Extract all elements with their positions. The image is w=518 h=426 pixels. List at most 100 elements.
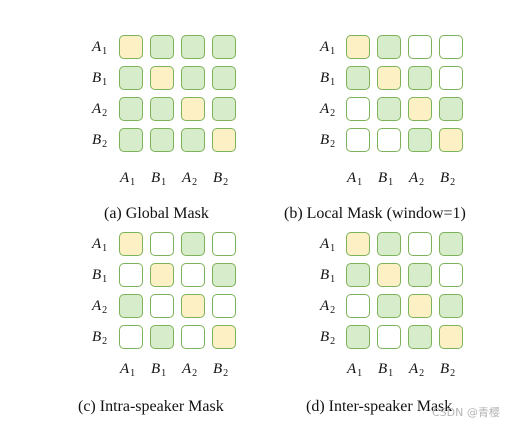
panel-caption: (b) Local Mask (window=1) bbox=[284, 205, 466, 222]
mask-cell-white bbox=[181, 263, 205, 287]
mask-cell-green bbox=[150, 35, 174, 59]
column-label: A2 bbox=[182, 170, 198, 188]
mask-cell-green bbox=[181, 35, 205, 59]
mask-cell-green bbox=[408, 66, 432, 90]
mask-cell-white bbox=[119, 325, 143, 349]
mask-cell-yellow bbox=[377, 263, 401, 287]
mask-cell-green bbox=[150, 128, 174, 152]
row-label: A2 bbox=[320, 298, 336, 316]
mask-cell-yellow bbox=[181, 294, 205, 318]
column-label: A2 bbox=[182, 361, 198, 379]
mask-cell-yellow bbox=[119, 35, 143, 59]
mask-cell-green bbox=[408, 325, 432, 349]
mask-cell-white bbox=[212, 294, 236, 318]
mask-cell-yellow bbox=[181, 97, 205, 121]
mask-cell-yellow bbox=[346, 35, 370, 59]
mask-cell-green bbox=[346, 66, 370, 90]
mask-cell-green bbox=[377, 35, 401, 59]
row-label: A2 bbox=[92, 101, 108, 119]
mask-cell-yellow bbox=[377, 66, 401, 90]
row-label: B1 bbox=[92, 267, 108, 285]
mask-cell-green bbox=[346, 263, 370, 287]
mask-cell-green bbox=[181, 66, 205, 90]
row-label: B1 bbox=[92, 70, 108, 88]
mask-cell-green bbox=[212, 97, 236, 121]
mask-cell-green bbox=[212, 35, 236, 59]
column-label: B1 bbox=[378, 361, 394, 379]
mask-cell-white bbox=[408, 35, 432, 59]
mask-cell-yellow bbox=[119, 232, 143, 256]
row-label: A1 bbox=[320, 39, 336, 57]
row-label: B1 bbox=[320, 267, 336, 285]
mask-cell-yellow bbox=[439, 128, 463, 152]
mask-cell-green bbox=[377, 294, 401, 318]
mask-cell-green bbox=[181, 232, 205, 256]
column-label: A1 bbox=[347, 361, 363, 379]
mask-cell-green bbox=[408, 263, 432, 287]
row-label: B2 bbox=[92, 132, 108, 150]
mask-cell-green bbox=[119, 97, 143, 121]
column-label: B2 bbox=[440, 170, 456, 188]
column-label: A2 bbox=[409, 170, 425, 188]
mask-cell-white bbox=[150, 232, 174, 256]
panel-caption: (c) Intra-speaker Mask bbox=[78, 398, 224, 415]
column-label: B2 bbox=[213, 361, 229, 379]
column-label: B2 bbox=[440, 361, 456, 379]
mask-cell-white bbox=[439, 263, 463, 287]
mask-cell-green bbox=[150, 97, 174, 121]
column-label: B1 bbox=[151, 170, 167, 188]
column-label: A1 bbox=[120, 361, 136, 379]
watermark: CSDN @青樱 bbox=[432, 406, 500, 419]
mask-cell-white bbox=[346, 97, 370, 121]
column-label: A1 bbox=[347, 170, 363, 188]
mask-cell-yellow bbox=[150, 66, 174, 90]
mask-cell-green bbox=[346, 325, 370, 349]
row-label: A1 bbox=[320, 236, 336, 254]
mask-cell-green bbox=[439, 294, 463, 318]
row-label: B2 bbox=[320, 329, 336, 347]
column-label: A2 bbox=[409, 361, 425, 379]
row-label: A1 bbox=[92, 39, 108, 57]
row-label: B2 bbox=[92, 329, 108, 347]
row-label: B2 bbox=[320, 132, 336, 150]
mask-cell-yellow bbox=[346, 232, 370, 256]
mask-cell-yellow bbox=[212, 128, 236, 152]
mask-cell-green bbox=[439, 97, 463, 121]
mask-cell-white bbox=[377, 128, 401, 152]
column-label: B1 bbox=[151, 361, 167, 379]
mask-cell-white bbox=[181, 325, 205, 349]
mask-cell-white bbox=[439, 35, 463, 59]
mask-cell-white bbox=[150, 294, 174, 318]
mask-cell-green bbox=[119, 128, 143, 152]
mask-cell-white bbox=[439, 66, 463, 90]
panel-caption: (a) Global Mask bbox=[104, 205, 209, 222]
mask-cell-green bbox=[439, 232, 463, 256]
row-label: B1 bbox=[320, 70, 336, 88]
mask-cell-yellow bbox=[439, 325, 463, 349]
mask-cell-white bbox=[408, 232, 432, 256]
row-label: A2 bbox=[320, 101, 336, 119]
row-label: A2 bbox=[92, 298, 108, 316]
mask-cell-green bbox=[181, 128, 205, 152]
column-label: B1 bbox=[378, 170, 394, 188]
mask-cell-green bbox=[212, 263, 236, 287]
panel-caption: (d) Inter-speaker Mask bbox=[306, 398, 453, 415]
row-label: A1 bbox=[92, 236, 108, 254]
mask-cell-yellow bbox=[408, 294, 432, 318]
mask-cell-green bbox=[377, 232, 401, 256]
mask-cell-green bbox=[150, 325, 174, 349]
mask-cell-green bbox=[408, 128, 432, 152]
mask-cell-white bbox=[212, 232, 236, 256]
mask-cell-yellow bbox=[212, 325, 236, 349]
mask-cell-yellow bbox=[150, 263, 174, 287]
mask-cell-green bbox=[119, 294, 143, 318]
mask-cell-green bbox=[377, 97, 401, 121]
mask-cell-white bbox=[346, 128, 370, 152]
mask-cell-green bbox=[119, 66, 143, 90]
column-label: B2 bbox=[213, 170, 229, 188]
mask-cell-white bbox=[377, 325, 401, 349]
mask-cell-green bbox=[212, 66, 236, 90]
column-label: A1 bbox=[120, 170, 136, 188]
mask-cell-yellow bbox=[408, 97, 432, 121]
mask-cell-white bbox=[346, 294, 370, 318]
